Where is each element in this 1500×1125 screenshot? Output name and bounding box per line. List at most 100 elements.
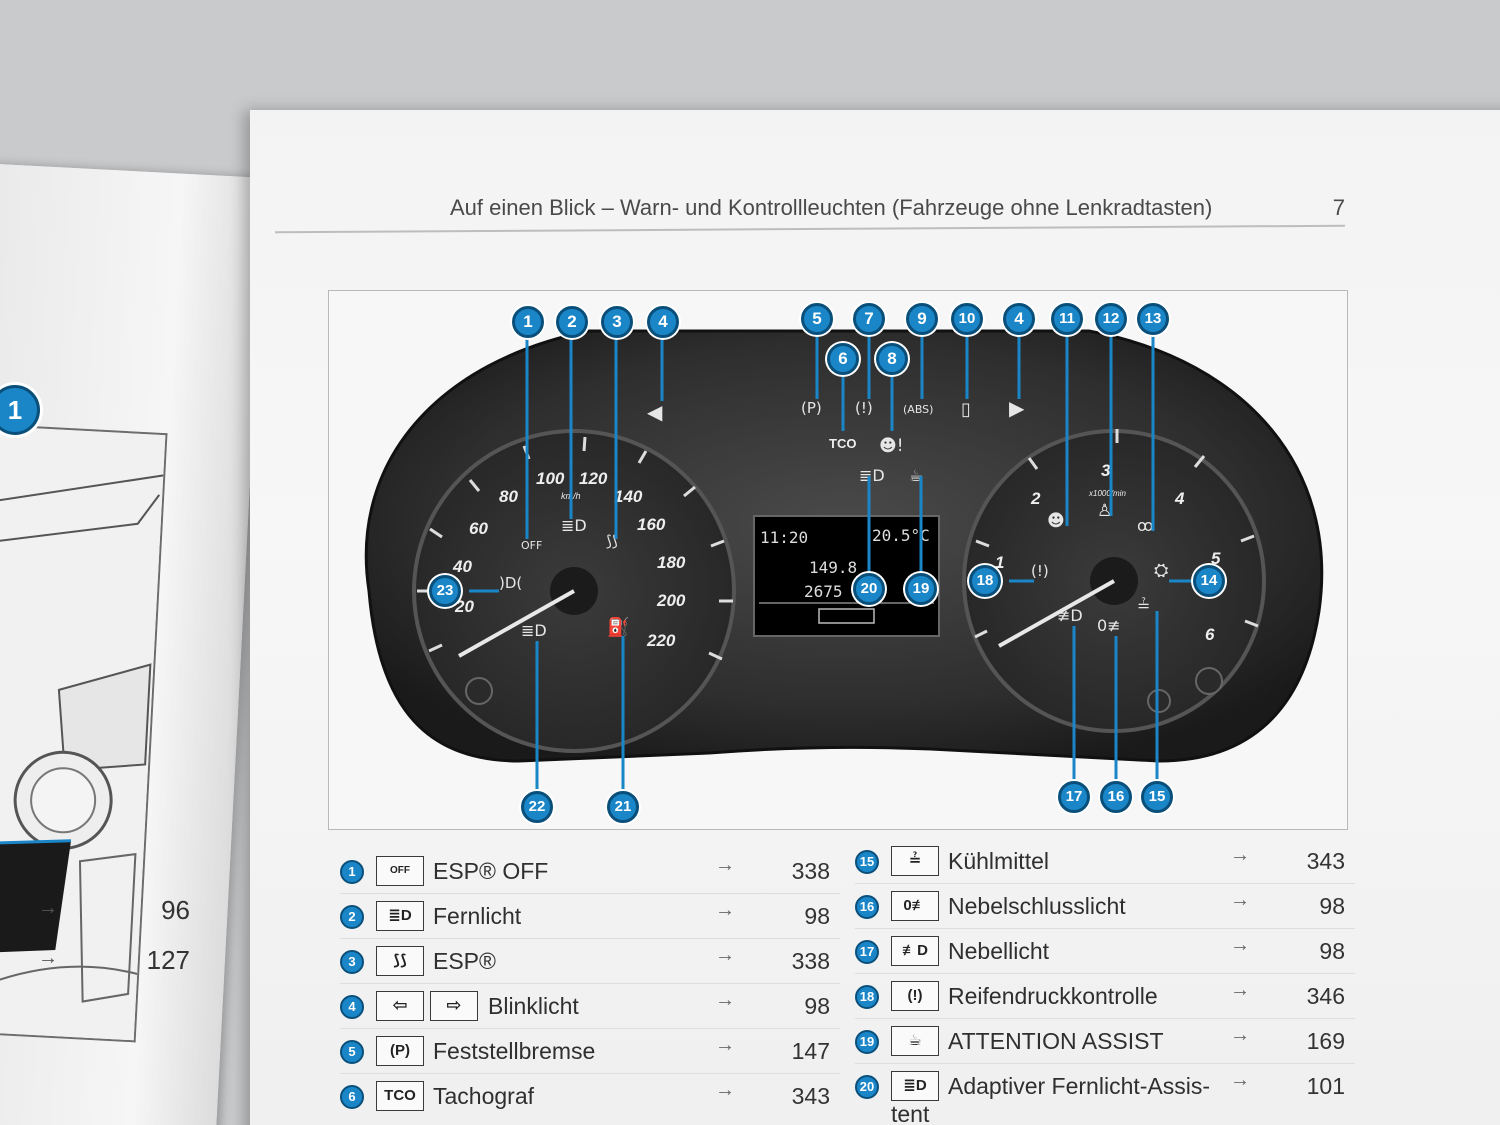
speed-tick-200: 200	[657, 591, 686, 610]
tachometer-needle	[998, 579, 1115, 648]
legend-label: Tachograf	[433, 1083, 535, 1109]
speed-tick-20: 20	[455, 597, 474, 616]
callout-2: 2	[556, 306, 588, 338]
page-number: 7	[1332, 195, 1345, 220]
engine-indicator-icon: ⛭	[1154, 560, 1168, 581]
arrow-icon: →	[1230, 1069, 1250, 1091]
reset-button	[465, 677, 493, 705]
legend-row: 5 (P) Feststellbremse → 147	[340, 1030, 840, 1074]
legend-page-ref: 98	[1319, 893, 1345, 919]
legend-label: Nebellicht	[948, 938, 1049, 964]
main-beam-low-indicator-icon: ≣D	[521, 621, 547, 640]
speed-tick-40: 40	[453, 557, 472, 576]
callout-6: 6	[827, 343, 859, 375]
legend-row: 18 (!) Reifendruckkontrolle → 346	[855, 975, 1355, 1019]
left-page-row: → 127	[0, 945, 190, 981]
arrow-icon: →	[715, 854, 735, 876]
legend-page-ref: 338	[791, 948, 830, 974]
legend-page-ref: 101	[1306, 1073, 1345, 1099]
high-beam-indicator-icon: ≣D	[561, 516, 587, 535]
speed-tick-180: 180	[657, 553, 686, 572]
legend-number: 6	[340, 1085, 364, 1109]
esp-off-indicator-icon: OFF	[521, 539, 542, 552]
minus-button	[1147, 689, 1171, 713]
turn-left-icon: ⇦	[376, 991, 424, 1021]
legend-label: Nebelschlusslicht	[948, 893, 1126, 919]
fog-light-icon: ≢D	[891, 936, 939, 966]
arrow-icon: →	[715, 1079, 735, 1101]
callout-18: 18	[969, 565, 1001, 597]
display-line2: 149.8	[809, 558, 858, 577]
turn-left-indicator-icon: ◀	[647, 400, 663, 424]
speedometer-needle	[458, 589, 575, 658]
callout-14: 14	[1193, 565, 1225, 597]
left-page-illustration	[0, 423, 168, 1043]
legend-label-continued: tent	[891, 1101, 930, 1125]
coolant-indicator-icon: ≟	[1137, 596, 1150, 615]
speed-tick-220: 220	[647, 631, 676, 650]
tco-label: TCO	[829, 436, 857, 451]
glow-plug-indicator-icon: ꝏ	[1137, 516, 1153, 535]
tachometer-ticks	[974, 429, 1259, 639]
brake-warning-indicator-icon: (!)	[855, 399, 873, 417]
left-page-ref: 96	[161, 895, 190, 925]
fog-indicator-icon: ≢D	[1057, 606, 1083, 625]
left-facing-page	[0, 163, 266, 1125]
arrow-icon: →	[1230, 844, 1250, 866]
legend-page-ref: 147	[791, 1038, 830, 1064]
rpm-tick-5: 5	[1211, 549, 1221, 568]
high-beam-icon: ≣D	[376, 901, 424, 931]
speed-tick-160: 160	[637, 515, 666, 534]
rpm-tick-3: 3	[1101, 461, 1111, 480]
legend-label: Fernlicht	[433, 903, 522, 929]
callout-13: 13	[1137, 303, 1169, 335]
legend-row: 17 ≢D Nebellicht → 98	[855, 930, 1355, 974]
adaptive-high-beam-indicator-icon: ≣D	[859, 466, 885, 485]
legend-row: 19 ☕ ATTENTION ASSIST → 169	[855, 1020, 1355, 1064]
left-page-row: → 96	[0, 895, 190, 931]
airbag-indicator-icon: ☻	[1047, 511, 1065, 531]
legend-number: 15	[855, 850, 879, 874]
legend-label: ESP®	[433, 948, 496, 974]
callout-3: 3	[601, 306, 633, 338]
esp-indicator-icon: ⟆⟆	[606, 532, 618, 550]
callout-21: 21	[607, 791, 639, 823]
coolant-icon: ≟	[891, 846, 939, 876]
legend-row: 15 ≟ Kühlmittel → 343	[855, 840, 1355, 884]
legend-row: 3 ⟆⟆ ESP® → 338	[340, 940, 840, 984]
display-temperature: 20.5°C	[872, 526, 930, 545]
arrow-icon: →	[1230, 979, 1250, 1001]
legend-label: Adaptiver Fernlicht-Assis-	[948, 1073, 1211, 1099]
legend-number: 1	[340, 860, 364, 884]
instrument-cluster-figure: ◀ ▶ (P) (!) (ABS) ▯ ☻! ≣D ≣D ☕ ⟆⟆ OFF )D…	[328, 290, 1348, 830]
legend-number: 18	[855, 985, 879, 1009]
arrow-icon: →	[1230, 1024, 1250, 1046]
legend-number: 4	[340, 995, 364, 1019]
low-beam-indicator-icon: )D(	[499, 574, 522, 592]
legend-row: 4 ⇦ ⇨ Blinklicht → 98	[340, 985, 840, 1029]
tire-pressure-icon: (!)	[891, 981, 939, 1011]
callout-19: 19	[905, 573, 937, 605]
display-readouts: 11:20 20.5°C 149.8 2675	[754, 516, 939, 636]
callout-4-left: 4	[647, 306, 679, 338]
rpm-tick-6: 6	[1205, 625, 1215, 644]
arrow-icon: →	[38, 947, 58, 969]
callout-12: 12	[1095, 303, 1127, 335]
callout-15: 15	[1141, 781, 1173, 813]
esp-icon: ⟆⟆	[376, 946, 424, 976]
callout-17: 17	[1058, 781, 1090, 813]
callout-9: 9	[906, 303, 938, 335]
parking-brake-icon: (P)	[376, 1036, 424, 1066]
arrow-icon: →	[715, 989, 735, 1011]
legend-number: 19	[855, 1030, 879, 1054]
legend-row: 6 TCO Tachograf → 343	[340, 1075, 840, 1119]
callout-23: 23	[429, 575, 461, 607]
restraint-indicator-icon: ☻!	[879, 436, 904, 456]
arrow-icon: →	[715, 1034, 735, 1056]
arrow-icon: →	[715, 899, 735, 921]
legend-label: Feststellbremse	[433, 1038, 596, 1064]
legend-page-ref: 169	[1306, 1028, 1345, 1054]
legend-page-ref: 98	[804, 903, 830, 929]
legend-label: ESP® OFF	[433, 858, 549, 884]
display-time: 11:20	[760, 528, 809, 547]
